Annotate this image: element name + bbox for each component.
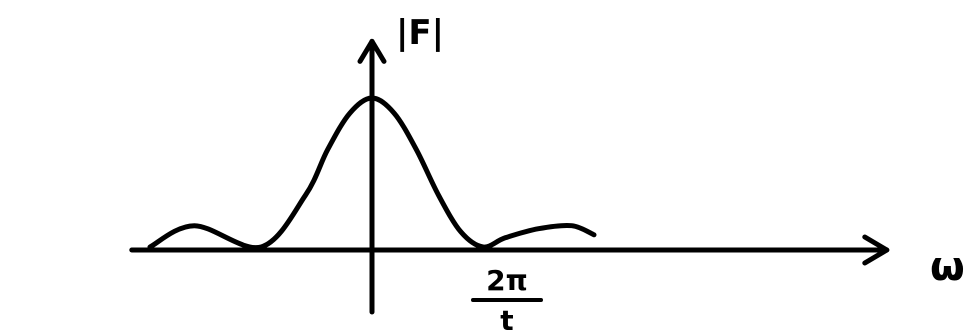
x-axis-arrowhead (862, 234, 890, 266)
magnitude-curve (147, 95, 597, 251)
y-axis-label: |F| (396, 13, 444, 53)
y-axis-arrowhead (357, 38, 387, 64)
x-tick-numerator-0: 2π (486, 264, 528, 297)
x-ticks: 2π t (471, 264, 543, 334)
x-axis-label: ω (930, 244, 965, 290)
x-tick-denominator-0: t (500, 304, 513, 334)
